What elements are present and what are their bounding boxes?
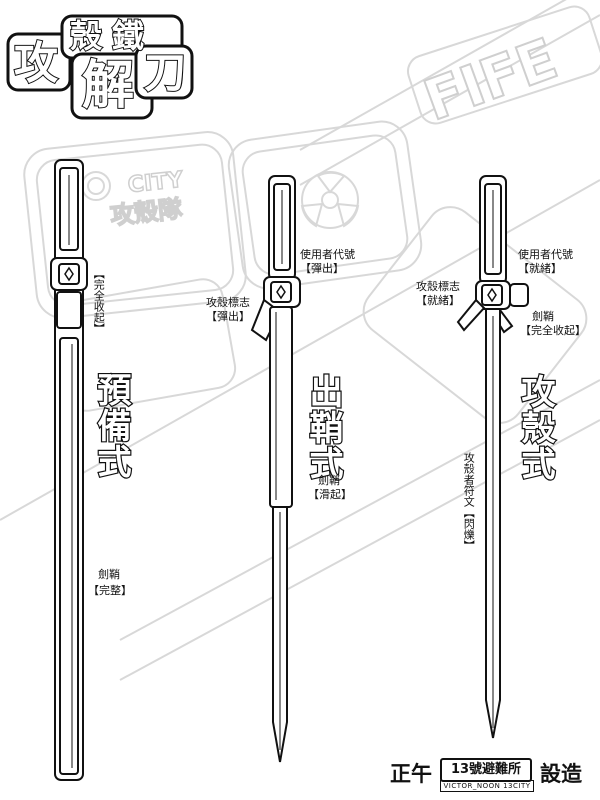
- signature-right: 設造: [540, 762, 582, 786]
- title-logo-frame: [6, 14, 194, 120]
- sword2-callout-sheath-label: 劍鞘: [318, 474, 340, 487]
- sword1-callout-sheath-label: 劍鞘: [98, 568, 120, 581]
- sword1-callout-sheath-status: 【完整】: [88, 584, 132, 597]
- emblem-text: CITY: [127, 167, 186, 198]
- title-char-4: 解: [81, 56, 135, 116]
- sword3-callout-user-status: 【就緒】: [518, 262, 562, 275]
- title-char-3: 鐵: [111, 17, 145, 55]
- artist-signature: 正午 13號避難所 設造 VICTOR_NOON 13CITY: [390, 758, 590, 792]
- emblem-subtext: 攻殼隊: [109, 195, 185, 230]
- sword3-mode-title: 攻殼式: [514, 373, 556, 483]
- title-char-1: 攻: [13, 38, 59, 89]
- sword2-mode-title: 出鞘式: [302, 373, 344, 483]
- sword2-callout-emblem-status: 【彈出】: [206, 310, 250, 323]
- sword2-callout-user-label: 使用者代號: [300, 248, 355, 261]
- sword1-mode-title: 預備式: [90, 371, 132, 481]
- sword3-callout-emblem-label: 攻殼標志: [416, 280, 460, 293]
- sword2-callout-user-status: 【彈出】: [300, 262, 344, 275]
- signature-left: 正午: [390, 762, 432, 786]
- sword1-callout-sheath-full: 【完全收起】: [92, 268, 106, 334]
- sword3-callout-user-label: 使用者代號: [518, 248, 573, 261]
- signature-sub: VICTOR_NOON 13CITY: [440, 780, 534, 792]
- sword2-callout-sheath-status: 【滑起】: [308, 488, 352, 501]
- sword2-callout-emblem-label: 攻殼標志: [206, 296, 250, 309]
- sword3-callout-emblem-status: 【就緒】: [416, 294, 460, 307]
- sword3-callout-sheath-label: 劍鞘: [532, 310, 554, 323]
- signature-boxed: 13號避難所: [440, 758, 532, 782]
- sword3-callout-runes: 攻殼者符文【閃爍】: [462, 452, 476, 551]
- title-logo: 攻 殼 鐵 解 刀: [6, 10, 196, 122]
- title-char-2: 殼: [69, 17, 103, 55]
- title-char-5: 刀: [143, 48, 187, 97]
- sword3-callout-sheath-status: 【完全收起】: [520, 324, 586, 337]
